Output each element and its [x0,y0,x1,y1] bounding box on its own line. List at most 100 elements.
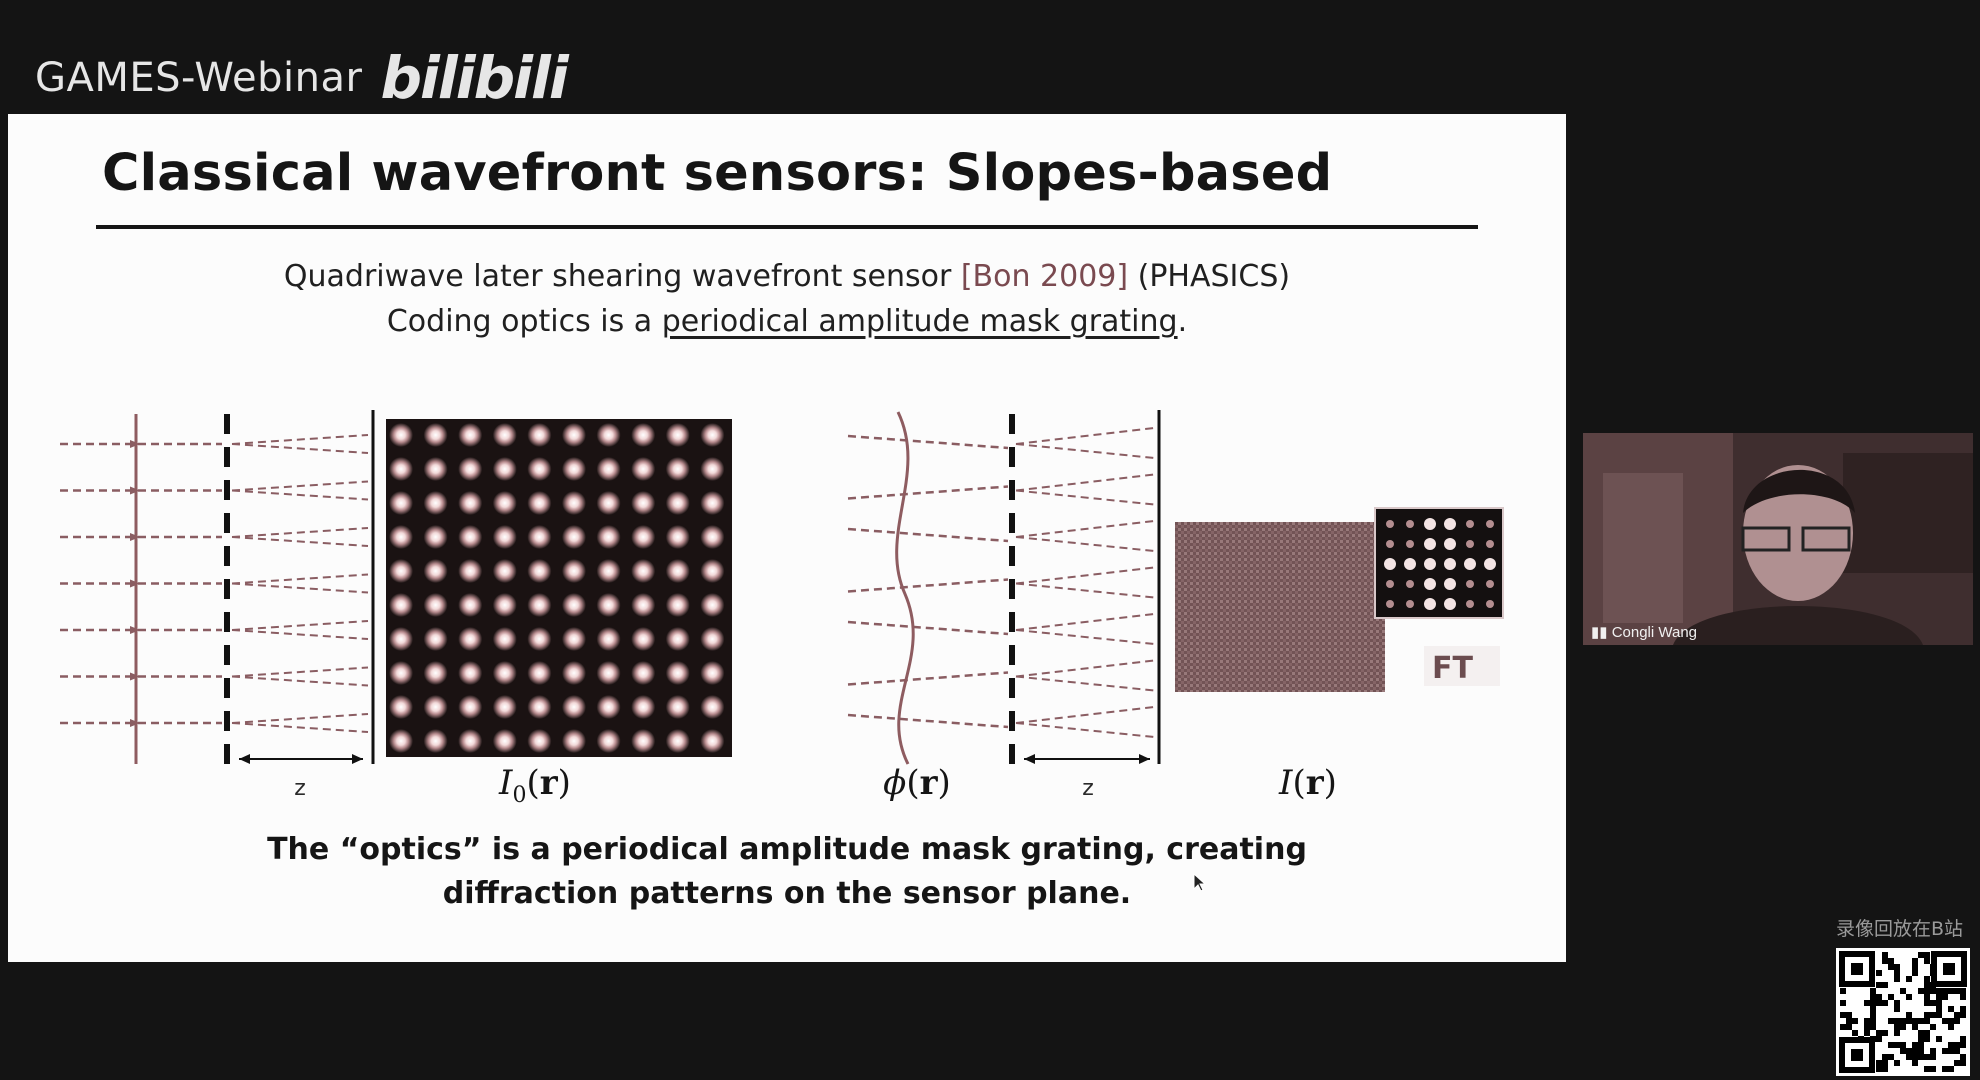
diffraction-spot [423,695,448,719]
diffraction-spot [389,559,413,583]
ray-diffracted [231,573,369,585]
diffraction-spot [665,729,690,753]
qr-cell [1924,1012,1930,1018]
qr-cell [1888,964,1894,970]
diffraction-spots [389,423,725,753]
qr-cell [1948,988,1954,994]
diffraction-spot [389,593,413,617]
diffraction-spot [596,627,621,651]
qr-cell [1918,1042,1924,1048]
fourier-spot [1444,518,1456,530]
qr-cell [1912,1024,1918,1030]
qr-cell [1852,1018,1858,1024]
underlined-term: periodical amplitude mask grating [661,304,1178,339]
brand-text: GAMES-Webinar [35,55,363,101]
qr-cell [1900,1024,1906,1030]
subtitle-text: Coding optics is a [386,304,662,339]
diffraction-spot [423,559,448,583]
fourier-spot [1384,558,1396,570]
fourier-spot [1486,600,1494,608]
qr-cell [1936,994,1942,1000]
diffraction-spot [423,423,448,447]
diffraction-spot [527,729,552,753]
qr-cell [1840,1024,1846,1030]
qr-cell [1888,1042,1894,1048]
title-divider [96,225,1478,229]
qr-cell [1900,1042,1906,1048]
diffraction-spot [631,423,656,447]
ray-diffracted [1015,520,1155,538]
qr-cell [1900,988,1906,994]
qr-cell [1930,988,1936,994]
diffraction-spot [562,559,586,583]
qr-cell [1924,1036,1930,1042]
diffraction-spot [562,457,586,481]
qr-cell [1882,982,1888,988]
diffraction-spot [631,457,656,481]
participant-video-tile[interactable]: ▮▮ Congli Wang [1583,433,1973,645]
qr-code[interactable] [1836,948,1970,1076]
diffraction-spot [631,661,656,685]
diffraction-spot [562,661,586,685]
fourier-spot [1484,558,1496,570]
fourier-spot [1466,580,1474,588]
qr-cell [1912,1042,1918,1048]
qr-cell [1936,1012,1942,1018]
diffraction-spot [458,661,483,685]
diffraction-spot [423,627,448,651]
diffraction-spot [492,627,517,651]
qr-cell [1870,1018,1876,1024]
qr-cell [1918,952,1924,958]
qr-cell [1918,1030,1924,1036]
qr-code-cells [1840,952,1966,1072]
fourier-spot [1486,540,1494,548]
qr-cell [1918,1054,1924,1060]
fourier-spot [1404,558,1416,570]
qr-cell [1948,1066,1954,1072]
qr-cell [1924,1000,1930,1006]
diffraction-spot [631,695,656,719]
slide-title: Classical wavefront sensors: Slopes-base… [102,144,1333,203]
fourier-spot [1486,580,1494,588]
diffraction-spot [492,729,517,753]
diffraction-spot [492,525,517,549]
qr-cell [1954,1018,1960,1024]
diffraction-spot [458,491,483,515]
fourier-spot [1406,520,1414,528]
ray-diffracted [1015,659,1155,678]
diffraction-spot [458,729,483,753]
qr-cell [1864,1024,1870,1030]
diffraction-spot [596,661,621,685]
qr-cell [1870,1012,1876,1018]
qr-cell [1840,988,1846,994]
interferogram-overlay [1175,522,1385,692]
ray-diffracted [1015,536,1155,552]
ray-diffracted [231,620,369,631]
ray-incident [847,620,1009,636]
qr-cell [1924,1066,1930,1072]
diffraction-spot [492,559,517,583]
ray-diffracted [231,675,369,687]
qr-cell [1876,1060,1882,1066]
qr-cell [1846,1012,1852,1018]
ray-diffracted [231,536,369,547]
qr-cell [1918,1018,1924,1024]
qr-cell [1840,1000,1846,1006]
ray-incident [847,671,1009,686]
diffraction-spot [458,559,483,583]
fourier-spot [1386,580,1394,588]
qr-cell [1912,1060,1918,1066]
diffraction-spot [700,593,725,617]
ray-diffracted [1015,489,1155,506]
qr-cell [1930,1048,1936,1054]
qr-cell [1924,1030,1930,1036]
qr-cell [1912,1054,1918,1060]
ft-label: FT [1432,651,1473,686]
diffraction-spot [527,457,552,481]
conclusion-line-2: diffraction patterns on the sensor plane… [442,876,1132,911]
diffraction-spot [665,491,690,515]
ray-diffracted [1015,722,1155,738]
fourier-spot [1386,520,1394,528]
ray-diffracted [1015,582,1155,599]
diffraction-spot [665,593,690,617]
